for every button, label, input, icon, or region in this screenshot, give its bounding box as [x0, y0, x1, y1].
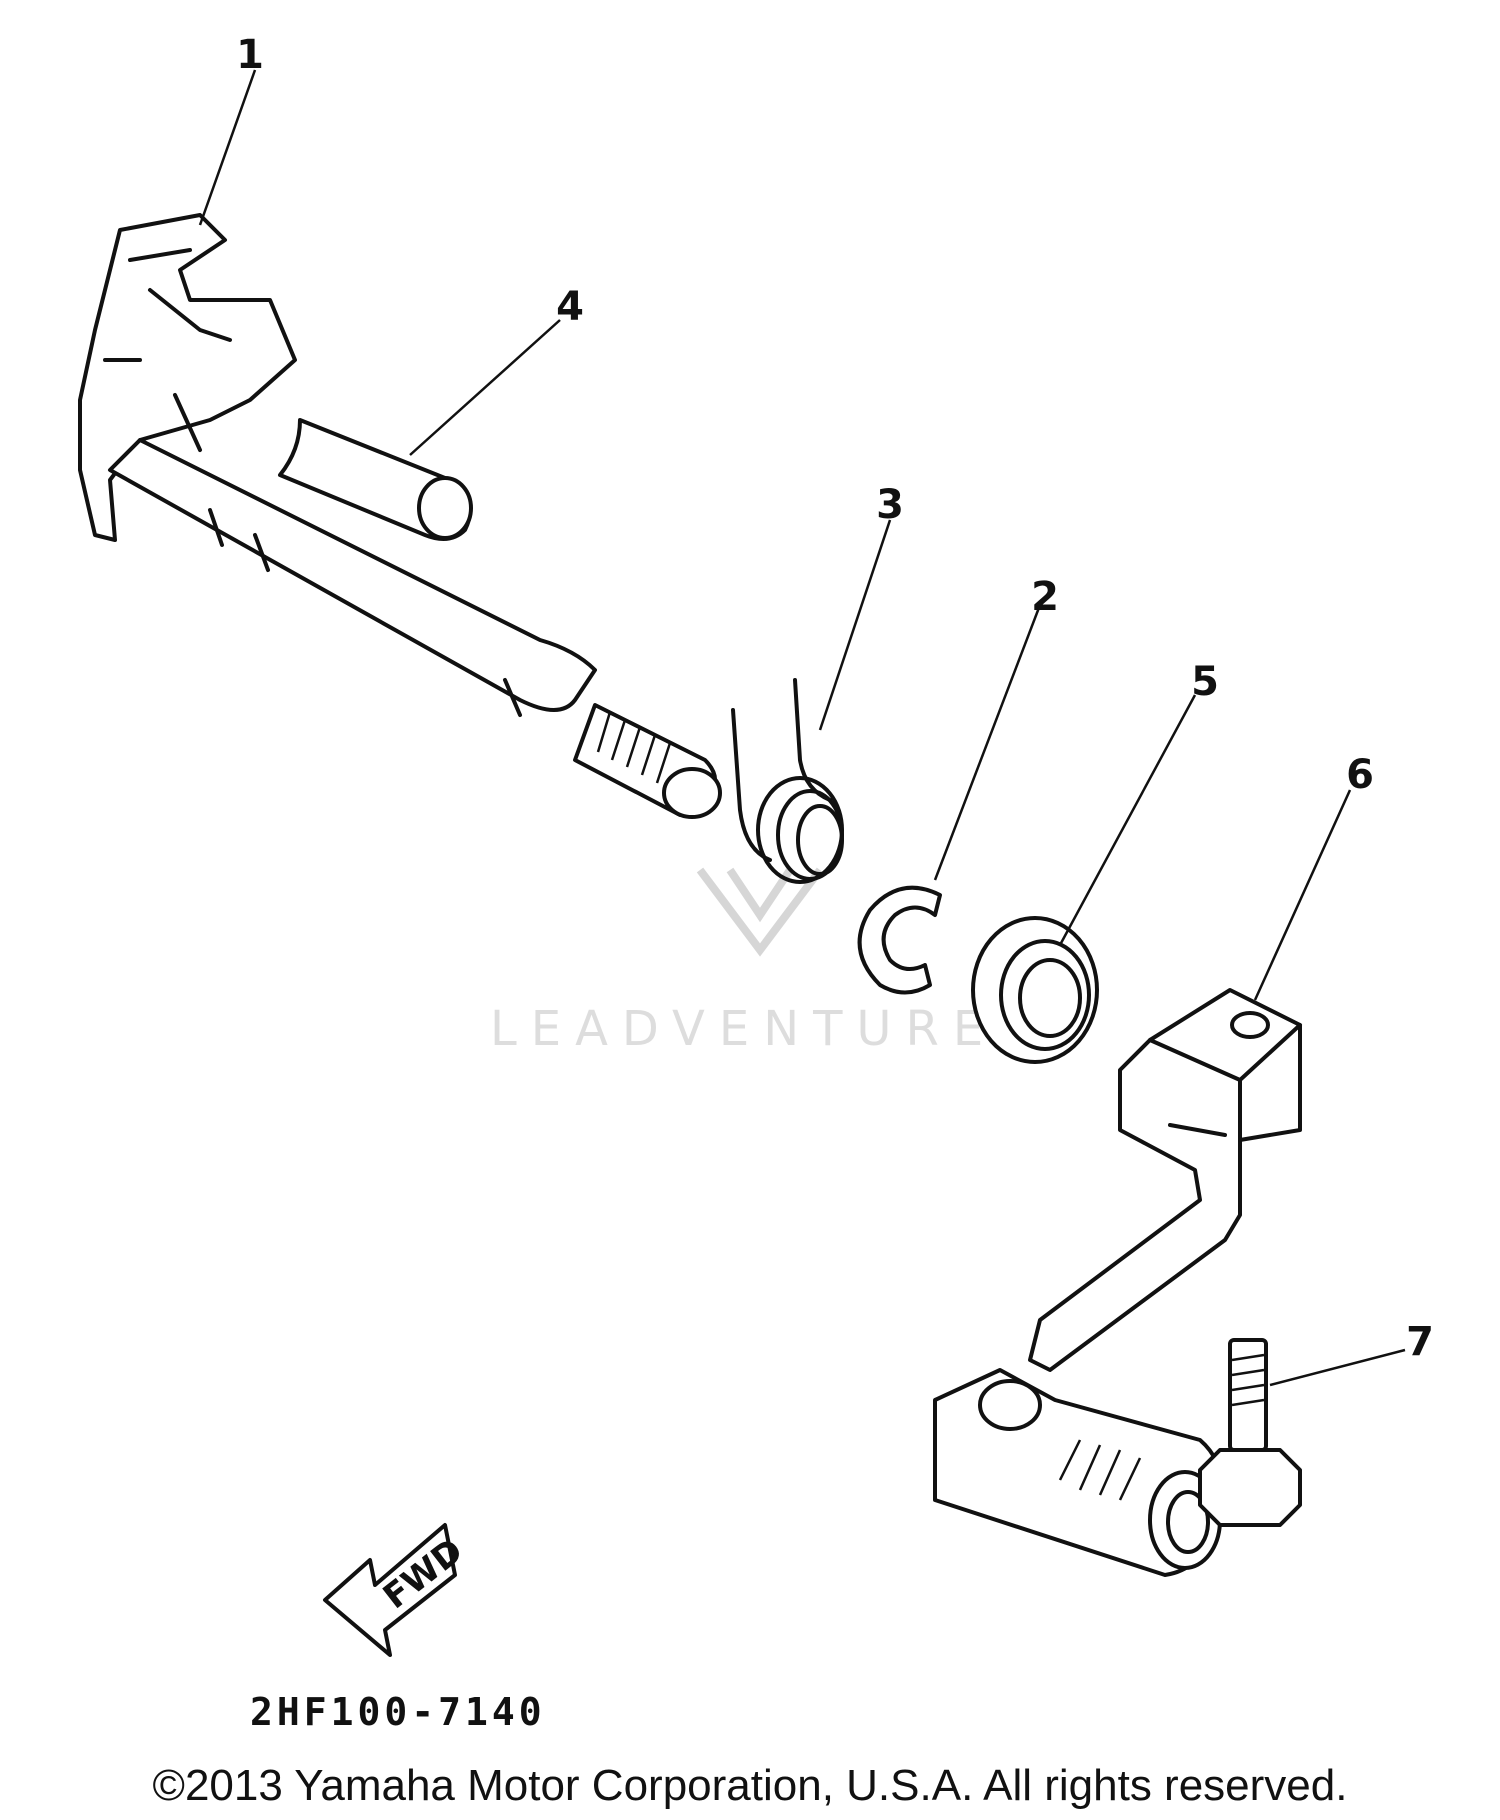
callout-1: 1: [236, 32, 264, 78]
oil-seal-part-5: [971, 916, 1099, 1064]
shift-pedal-part-6: [933, 988, 1302, 1577]
leader-lines: [198, 69, 1406, 1387]
watermark: LEADVENTURE: [490, 867, 997, 1057]
callout-5: 5: [1191, 659, 1219, 705]
fwd-arrow: FWD: [323, 1523, 471, 1657]
circlip-part-2: [857, 885, 942, 995]
fwd-arrow-icon: [323, 1523, 457, 1657]
callouts: 1 2 3 4 5 6 7: [236, 32, 1434, 1365]
callout-2: 2: [1031, 574, 1059, 620]
callout-4: 4: [556, 284, 584, 330]
callout-7: 7: [1406, 1319, 1434, 1365]
shift-shaft-part-1: [78, 213, 722, 819]
watermark-logo-icon: [696, 867, 824, 957]
callout-6: 6: [1346, 752, 1374, 798]
callout-3: 3: [876, 482, 904, 528]
spring-part-3: [731, 678, 844, 884]
copyright-notice: ©2013 Yamaha Motor Corporation, U.S.A. A…: [153, 1761, 1348, 1810]
pin-part-4: [278, 418, 473, 541]
watermark-text: LEADVENTURE: [490, 1001, 997, 1057]
bolt-part-7: [1198, 1338, 1302, 1527]
part-code: 2HF100-7140: [250, 1690, 546, 1734]
